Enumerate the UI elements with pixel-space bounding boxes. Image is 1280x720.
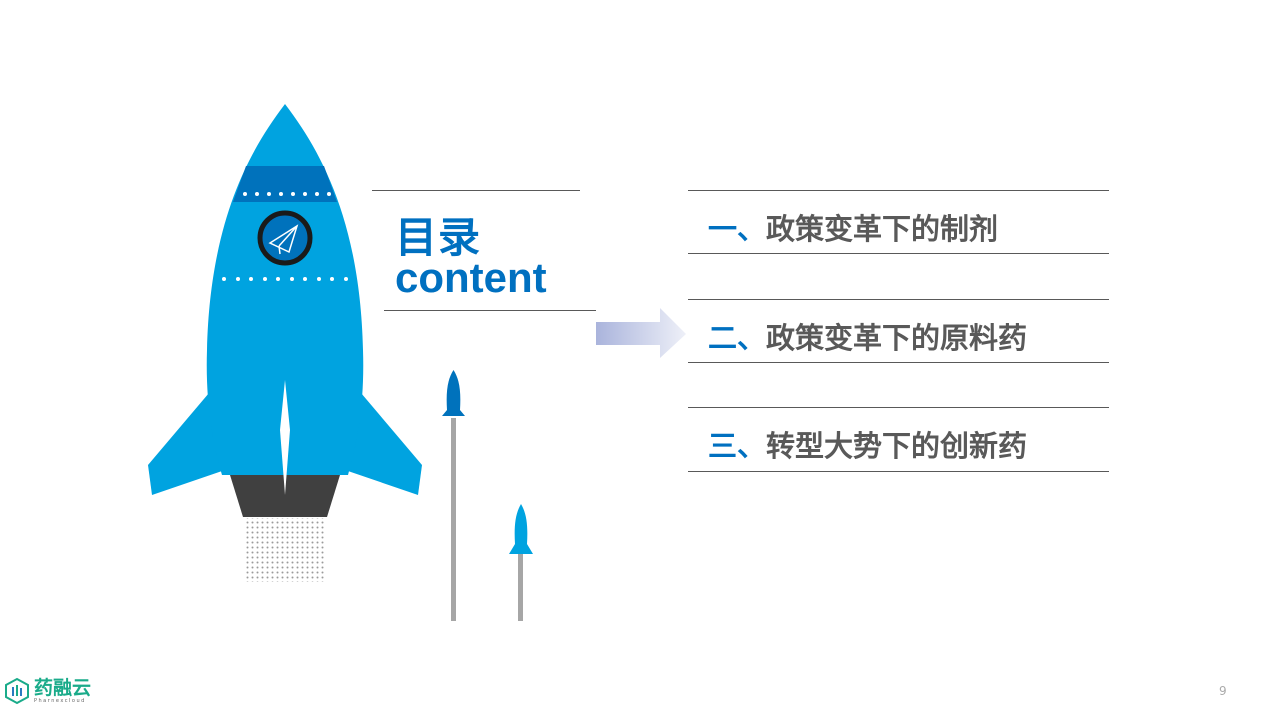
item-number: 一、 — [708, 212, 767, 246]
divider — [372, 190, 580, 191]
divider — [688, 407, 1109, 408]
divider — [688, 471, 1109, 472]
divider — [688, 362, 1109, 363]
arrow-right-icon — [596, 308, 686, 358]
small-rocket-1 — [442, 370, 465, 621]
toc-subtitle: content — [395, 254, 547, 301]
toc-item-3[interactable]: 三、转型大势下的创新药 — [708, 423, 1027, 465]
divider — [688, 190, 1109, 191]
rocket-illustration — [148, 104, 422, 582]
divider — [688, 299, 1109, 300]
divider — [688, 253, 1109, 254]
item-number: 三、 — [708, 429, 767, 463]
item-number: 二、 — [708, 321, 767, 355]
logo-hexagon-icon — [5, 677, 29, 705]
small-rocket-2 — [509, 504, 533, 621]
brand-logo: 药融云 Pharnexcloud — [4, 677, 91, 705]
item-label: 政策变革下的原料药 — [766, 321, 1028, 355]
item-label: 转型大势下的创新药 — [766, 429, 1028, 463]
logo-text: 药融云 — [34, 677, 92, 699]
page-number: 9 — [1219, 684, 1227, 698]
logo-subtext: Pharnexcloud — [34, 698, 86, 704]
item-label: 政策变革下的制剂 — [766, 212, 999, 246]
toc-title: 目录 — [395, 213, 482, 262]
divider — [384, 310, 596, 311]
toc-item-1[interactable]: 一、政策变革下的制剂 — [708, 206, 998, 248]
toc-item-2[interactable]: 二、政策变革下的原料药 — [708, 315, 1027, 357]
paper-plane-icon — [268, 224, 299, 255]
